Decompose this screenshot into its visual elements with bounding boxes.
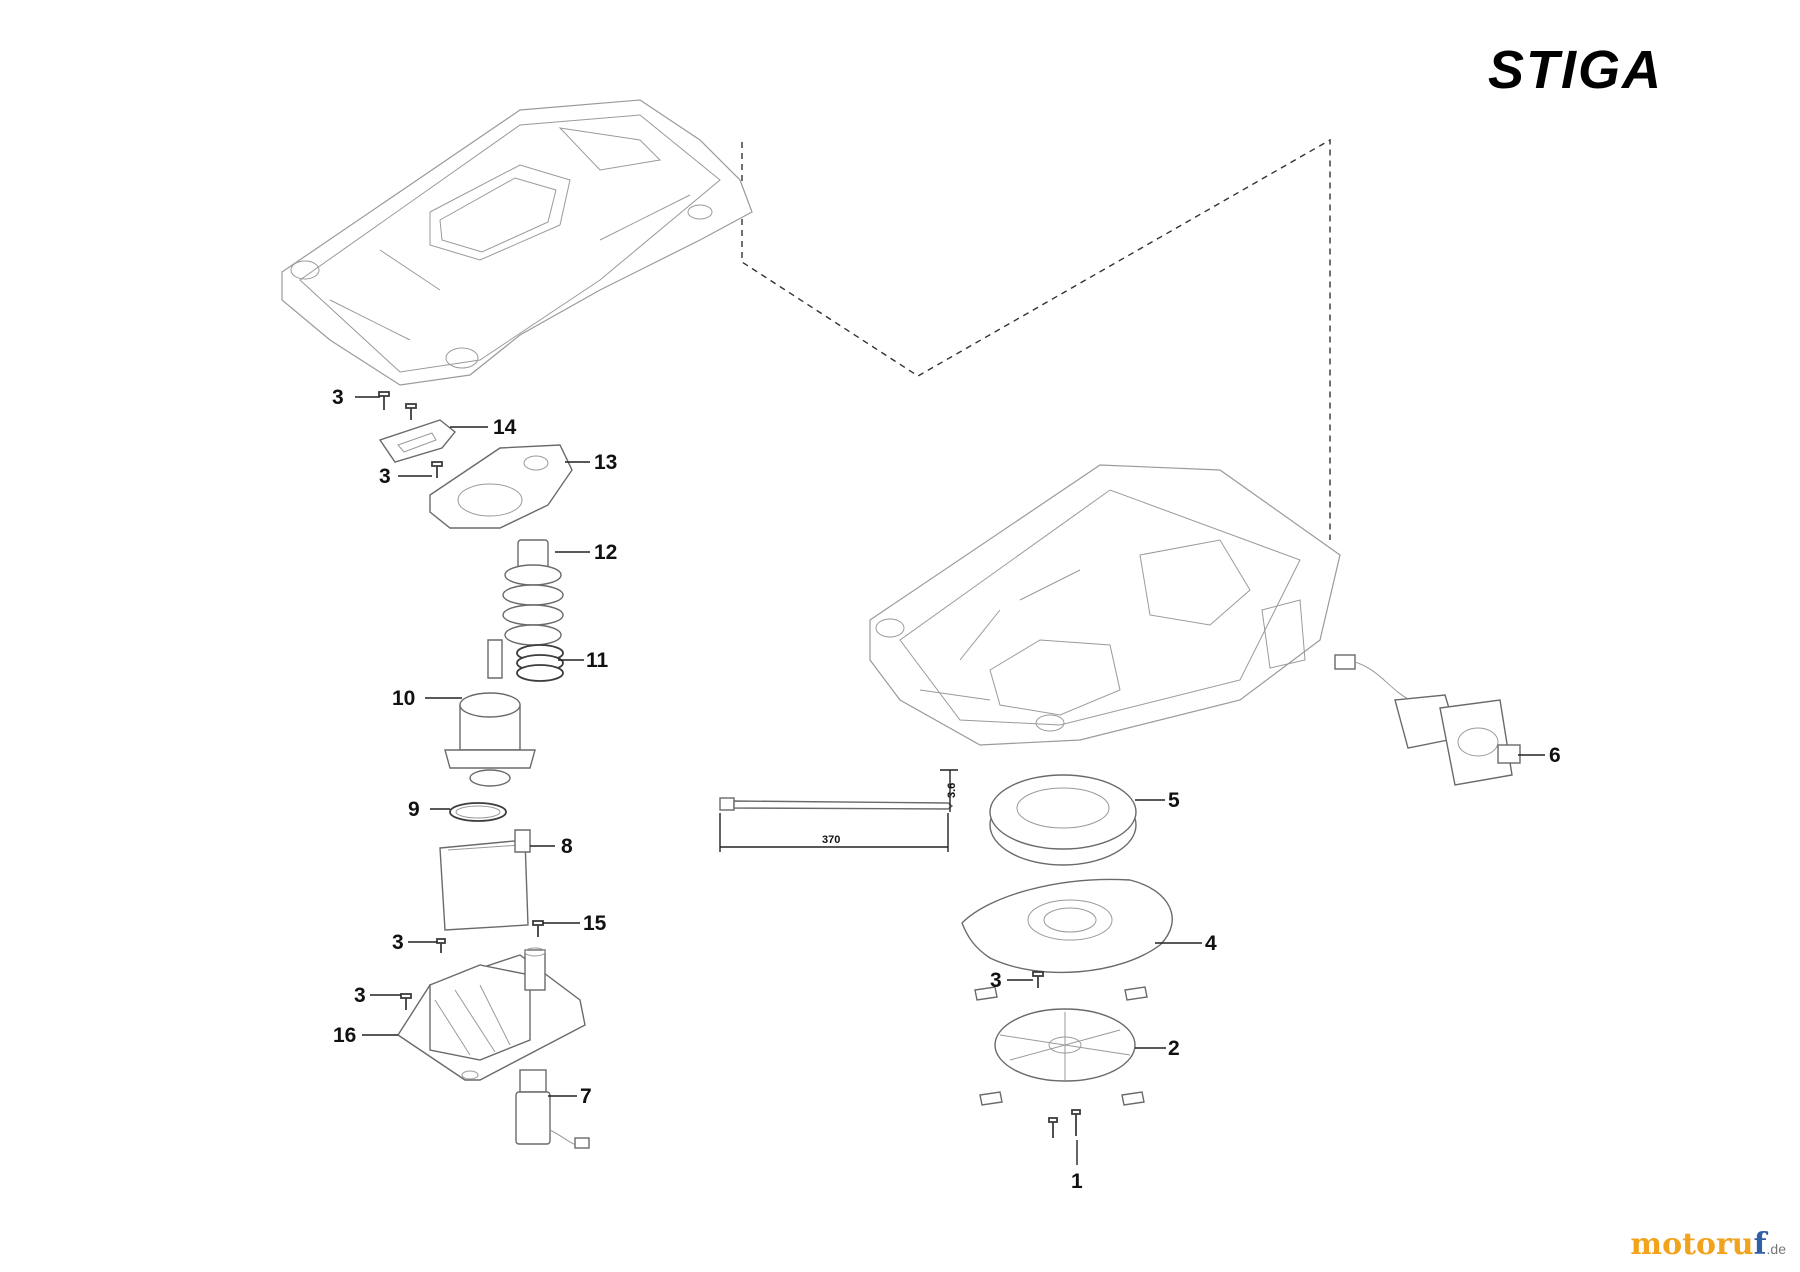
cable-tie-length-label: 370 [822, 834, 840, 846]
part-16-motor-base [397, 947, 586, 1081]
callout-2: 2 [1168, 1037, 1180, 1060]
part-7-sensor [515, 1069, 590, 1149]
part-8-motor-housing [439, 829, 531, 931]
watermark-suffix: .de [1766, 1241, 1786, 1257]
callout-3: 3 [392, 931, 404, 954]
callout-3: 3 [990, 969, 1002, 992]
cable-tie: 370 3.6 [719, 769, 958, 852]
cable-tie-width-label: 3.6 [946, 783, 958, 798]
callout-8: 8 [561, 835, 573, 858]
callout-labels: 3 14 3 13 12 11 10 9 8 15 3 3 16 7 5 4 3… [332, 386, 1561, 1193]
callout-12: 12 [594, 541, 617, 564]
part-2-blade-disc [974, 986, 1148, 1106]
chassis-top-cover [281, 99, 753, 386]
screw-icon [400, 993, 412, 1010]
screw-icon [1032, 971, 1044, 988]
callout-10: 10 [392, 687, 415, 710]
callout-13: 13 [594, 451, 617, 474]
callout-14: 14 [493, 416, 517, 439]
callout-16: 16 [333, 1024, 356, 1047]
screw-icon [436, 938, 446, 953]
watermark-accent: f [1753, 1227, 1767, 1262]
leader-lines [355, 396, 1545, 1165]
callout-15: 15 [583, 912, 607, 935]
part-12-height-adjuster [502, 539, 564, 646]
part-11-spring [516, 644, 564, 682]
callout-6: 6 [1549, 744, 1561, 767]
screw-icon [431, 461, 443, 478]
screw-icon [1048, 1117, 1058, 1138]
callout-7: 7 [580, 1085, 592, 1108]
callout-9: 9 [408, 798, 420, 821]
chassis-bottom [869, 464, 1341, 746]
callout-4: 4 [1205, 932, 1217, 955]
watermark-logo: motoruf.de [1630, 1227, 1786, 1262]
part-9-o-ring [449, 802, 507, 822]
logo-text: STIGA [1488, 40, 1663, 100]
part-5-disc-guard [989, 774, 1137, 866]
screw-icon [405, 403, 417, 420]
screw-icon [532, 920, 544, 937]
part-13-mount-plate [429, 444, 573, 529]
callout-1: 1 [1071, 1170, 1083, 1193]
callout-5: 5 [1168, 789, 1180, 812]
part-14-bracket [378, 419, 456, 463]
part-4-cover-plate [961, 878, 1173, 974]
callout-3: 3 [354, 984, 366, 1007]
screw-icon [378, 391, 390, 410]
part-10-motor [444, 639, 536, 787]
watermark-main: motoru [1630, 1227, 1754, 1262]
callout-3: 3 [332, 386, 344, 409]
part-6-cutting-motor [1334, 654, 1521, 786]
stiga-logo: STIGA [1488, 40, 1663, 100]
callout-3: 3 [379, 465, 391, 488]
assembly-guide-lines [741, 138, 1331, 540]
screw-icon [1071, 1109, 1081, 1136]
callout-11: 11 [586, 649, 609, 672]
